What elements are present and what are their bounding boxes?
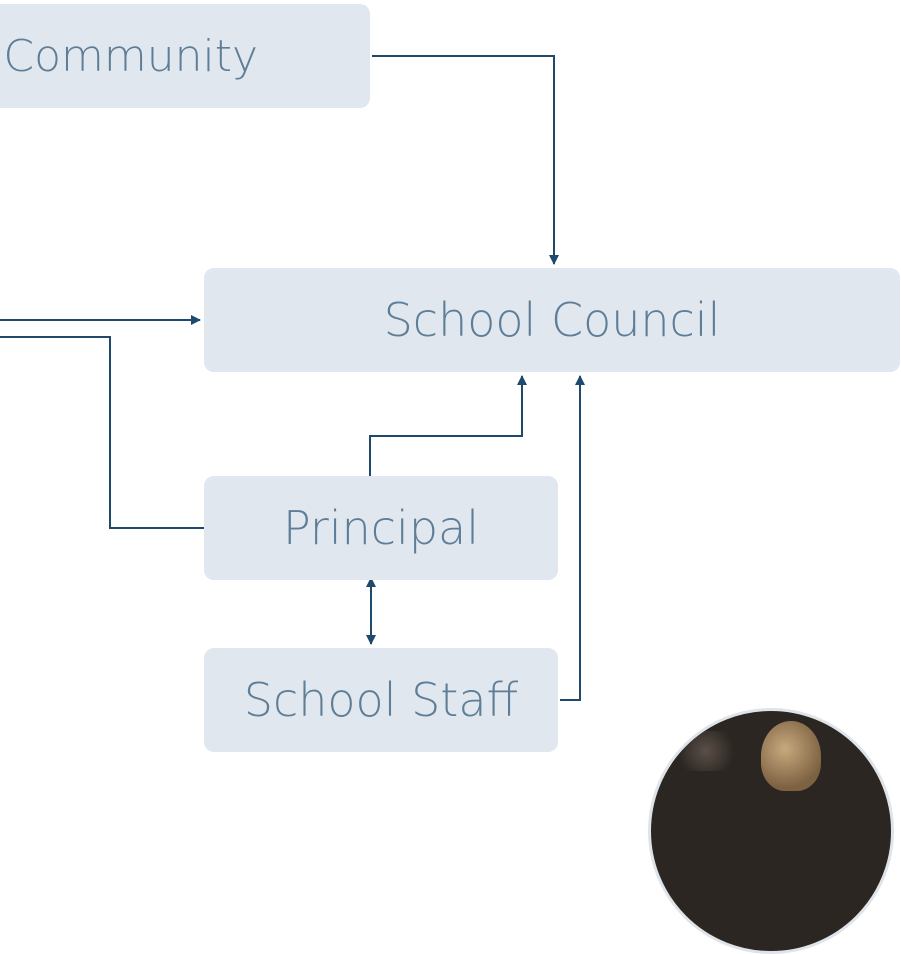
node-principal: Principal bbox=[204, 476, 558, 580]
node-school-staff-label: School Staff bbox=[243, 673, 519, 727]
photo-background bbox=[671, 731, 741, 771]
connectors bbox=[0, 55, 585, 701]
node-school-council-label: School Council bbox=[383, 293, 721, 347]
node-school-council: School Council bbox=[204, 268, 900, 372]
node-community-label: Community bbox=[3, 30, 258, 82]
edge-staff-to-council bbox=[560, 375, 585, 701]
node-principal-label: Principal bbox=[282, 501, 480, 555]
photo-person bbox=[761, 721, 821, 791]
node-school-staff: School Staff bbox=[204, 648, 558, 752]
edge-offscreen-to-principal bbox=[0, 336, 204, 529]
edge-community-to-council bbox=[372, 55, 559, 265]
edge-principal-to-council bbox=[369, 375, 527, 476]
node-community: Community bbox=[0, 4, 370, 108]
portrait-photo bbox=[648, 708, 894, 954]
